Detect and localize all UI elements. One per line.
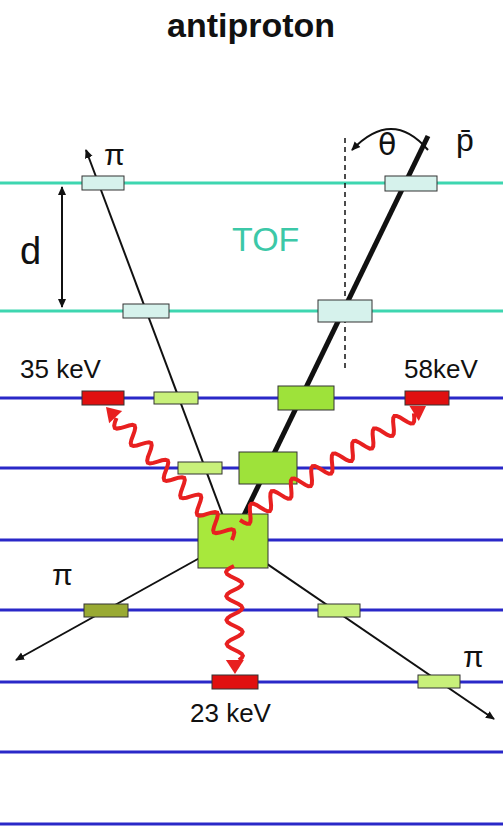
track-hit bbox=[154, 392, 198, 404]
photon-arrowhead bbox=[106, 407, 122, 423]
energy-label: 35 keV bbox=[20, 356, 101, 382]
tof-hit bbox=[385, 176, 437, 191]
tracker-plane bbox=[0, 751, 503, 754]
detector-label: TOF bbox=[232, 222, 299, 256]
photon-arrowhead bbox=[226, 660, 244, 674]
photon-arrowhead bbox=[409, 406, 426, 421]
pion-track bbox=[86, 150, 232, 540]
dimension-label: d bbox=[20, 232, 41, 270]
xray-hit bbox=[405, 391, 449, 405]
photon-line bbox=[240, 413, 414, 523]
tracker-plane bbox=[0, 609, 503, 612]
energy-label: 23 keV bbox=[190, 700, 271, 726]
photon-line bbox=[114, 418, 234, 540]
track-hit bbox=[239, 452, 297, 484]
particle-label: π bbox=[52, 560, 73, 590]
energy-label: 58keV bbox=[404, 356, 478, 382]
vertical-reference bbox=[344, 138, 346, 372]
tracker-plane bbox=[0, 823, 503, 826]
pion-track bbox=[232, 540, 494, 719]
angle-label: θ bbox=[378, 130, 396, 160]
tof-hit bbox=[82, 176, 124, 190]
track-hit bbox=[178, 462, 222, 474]
antiproton-track bbox=[232, 136, 428, 540]
particle-label: p̄ bbox=[456, 124, 474, 156]
title: antiproton bbox=[167, 8, 335, 42]
tof-hit bbox=[123, 304, 169, 318]
particle-label: π bbox=[463, 642, 484, 672]
track-hit bbox=[318, 604, 360, 617]
particle-label: π bbox=[104, 140, 125, 170]
tof-plane bbox=[0, 310, 503, 313]
track-hit bbox=[418, 675, 460, 688]
photon-line bbox=[226, 566, 243, 660]
tof-hit bbox=[318, 300, 372, 322]
vertex-hit bbox=[198, 514, 268, 568]
xray-hit bbox=[82, 391, 124, 405]
dimension-arrow bbox=[61, 187, 63, 307]
track-hit bbox=[84, 604, 128, 617]
track-hit bbox=[278, 386, 334, 410]
xray-hit bbox=[212, 675, 258, 689]
